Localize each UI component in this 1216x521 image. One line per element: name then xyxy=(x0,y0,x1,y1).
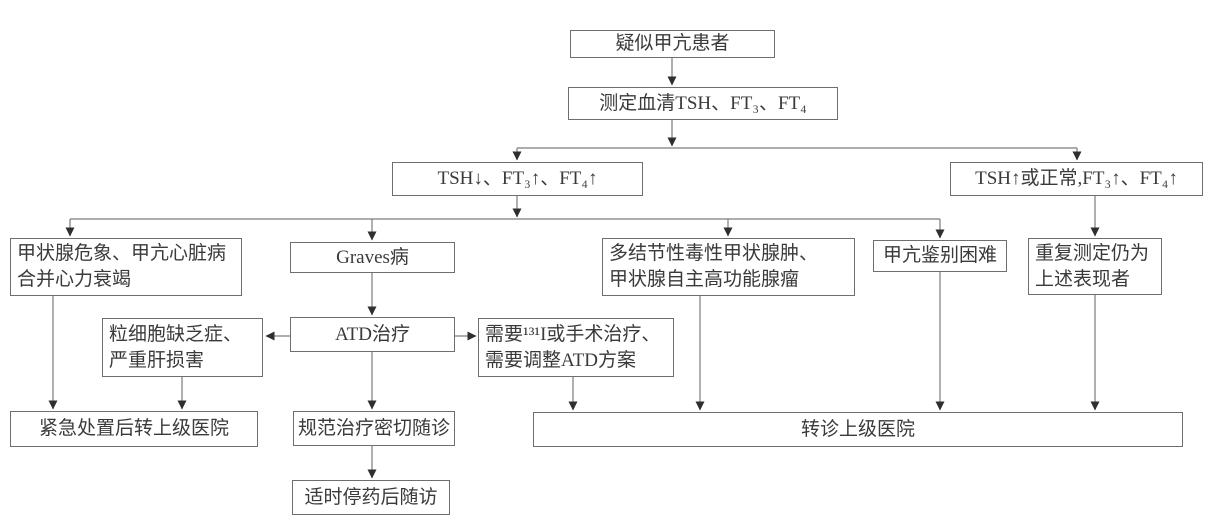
node-suspected-hyperthyroid-patient: 疑似甲亢患者 xyxy=(570,30,775,58)
node-stop-medication-followup: 适时停药后随访 xyxy=(292,480,450,515)
node-emergency-then-refer-hospital: 紧急处置后转上级医院 xyxy=(10,411,258,447)
node-atd-treatment: ATD治疗 xyxy=(290,317,455,352)
node-need-i131-surgery-adjust-atd: 需要¹³¹I或手术治疗、 需要调整ATD方案 xyxy=(478,318,674,377)
node-repeat-measure-same-result: 重复测定仍为 上述表现者 xyxy=(1028,238,1162,295)
node-standard-treatment-close-followup: 规范治疗密切随诊 xyxy=(293,411,455,446)
node-measure-serum-tsh-ft3-ft4: 测定血清TSH、FT₃、FT₄ xyxy=(568,87,838,120)
node-thyroid-crisis-heart-failure: 甲状腺危象、甲亢心脏病 合并心力衰竭 xyxy=(10,238,242,296)
node-tsh-high-or-normal: TSH↑或正常,FT₃↑、FT₄↑ xyxy=(950,162,1203,196)
node-toxic-nodular-goiter-adenoma: 多结节性毒性甲状腺肿、 甲状腺自主高功能腺瘤 xyxy=(602,238,855,296)
node-graves-disease: Graves病 xyxy=(290,242,455,273)
node-refer-superior-hospital: 转诊上级医院 xyxy=(533,412,1183,447)
node-differential-diagnosis-difficult: 甲亢鉴别困难 xyxy=(873,240,1007,272)
node-tsh-low-ft3-ft4-high: TSH↓、FT₃↑、FT₄↑ xyxy=(392,162,643,196)
node-agranulocytosis-liver-damage: 粒细胞缺乏症、 严重肝损害 xyxy=(102,318,263,377)
